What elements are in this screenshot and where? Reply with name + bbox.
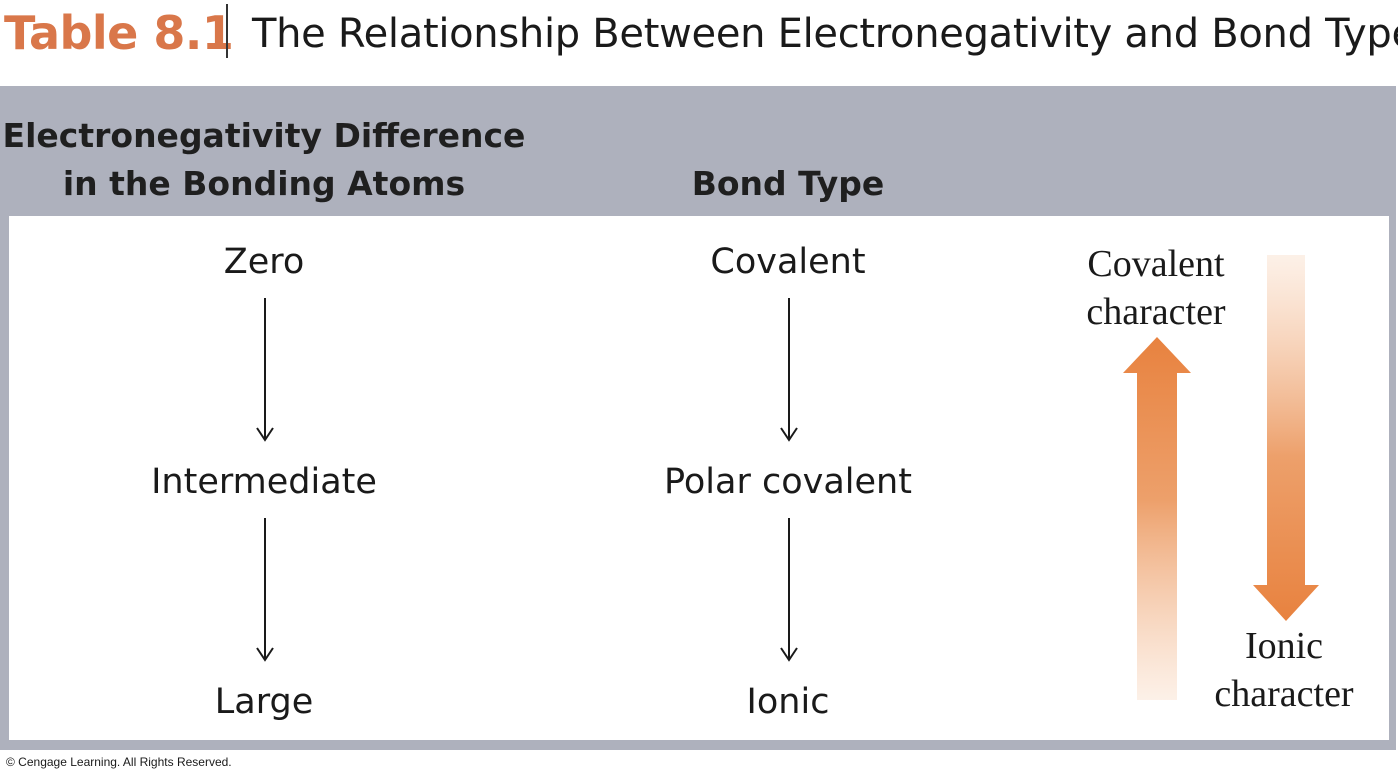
table-number: Table 8.1 xyxy=(4,6,234,60)
table-title: The Relationship Between Electronegativi… xyxy=(252,11,1398,57)
column-header-bond-type: Bond Type xyxy=(691,164,885,203)
ionic-character-label-line1: Ionic xyxy=(1244,625,1324,667)
covalent-character-label-line2: character xyxy=(1086,291,1226,333)
bond-type-cell-ionic: Ionic xyxy=(746,682,830,722)
down-arrow-col1-bottom xyxy=(256,518,274,662)
difference-cell-large: Large xyxy=(214,682,314,722)
bond-type-cell-polar-covalent: Polar covalent xyxy=(664,462,912,502)
column-header-difference-line1: Electronegativity Difference xyxy=(2,116,526,155)
ionic-character-label: Ionic character xyxy=(1186,622,1382,718)
ionic-character-arrow xyxy=(1253,255,1319,621)
down-arrow-col2-bottom xyxy=(780,518,798,662)
down-arrow-col2-top xyxy=(780,298,798,442)
down-arrow-col1-top xyxy=(256,298,274,442)
column-header-difference-line2: in the Bonding Atoms xyxy=(62,164,466,203)
covalent-character-label-line1: Covalent xyxy=(1087,243,1225,285)
covalent-character-arrow xyxy=(1123,337,1191,700)
copyright-footer: © Cengage Learning. All Rights Reserved. xyxy=(6,755,232,769)
column-header-difference: Electronegativity Difference in the Bond… xyxy=(0,112,528,208)
difference-cell-intermediate: Intermediate xyxy=(151,462,377,502)
bond-type-cell-covalent: Covalent xyxy=(710,242,866,282)
covalent-character-label: Covalent character xyxy=(1058,240,1254,336)
difference-cell-zero: Zero xyxy=(223,242,305,282)
ionic-character-label-line2: character xyxy=(1214,673,1354,715)
title-bar: Table 8.1 The Relationship Between Elect… xyxy=(0,0,1398,80)
title-divider xyxy=(226,4,228,58)
